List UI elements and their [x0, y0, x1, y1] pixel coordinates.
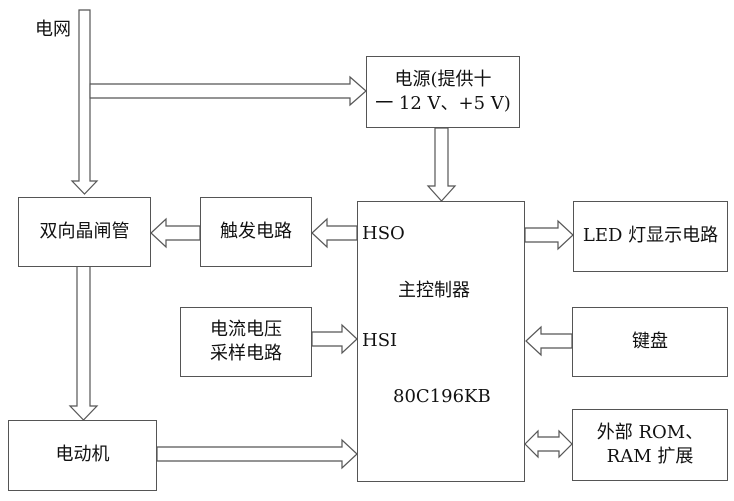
triac-box: 双向晶闸管: [18, 197, 151, 267]
grid-label: 电网: [35, 19, 71, 40]
arrow-controller-to-led: [524, 219, 574, 251]
memory-expansion-box: 外部 ROM、 RAM 扩展: [572, 409, 728, 481]
hsi-label: HSI: [362, 330, 398, 351]
arrow-triac-to-motor: [68, 265, 99, 421]
arrow-controller-memory: [524, 429, 573, 459]
arrow-hso-to-trigger: [311, 217, 358, 249]
arrow-keyboard-to-controller: [525, 325, 573, 357]
main-controller-box: [357, 201, 525, 482]
arrow-grid-to-triac: [70, 9, 99, 195]
chip-label: 80C196KB: [393, 386, 491, 407]
arrow-power-to-controller: [426, 127, 457, 202]
arrow-motor-to-controller: [156, 438, 358, 470]
motor-box: 电动机: [8, 420, 157, 491]
arrow-sampling-to-hsi: [311, 323, 358, 355]
arrow-grid-to-power: [89, 75, 367, 107]
trigger-circuit-box: 触发电路: [200, 197, 312, 267]
arrow-trigger-to-triac: [150, 217, 201, 249]
led-display-box: LED 灯显示电路: [573, 201, 728, 272]
power-supply-box: 电源(提供十 一 12 V、+5 V): [366, 56, 520, 128]
hso-label: HSO: [362, 223, 405, 244]
keyboard-box: 键盘: [572, 307, 728, 377]
controller-title: 主控制器: [398, 280, 470, 301]
sampling-circuit-box: 电流电压 采样电路: [180, 307, 312, 377]
